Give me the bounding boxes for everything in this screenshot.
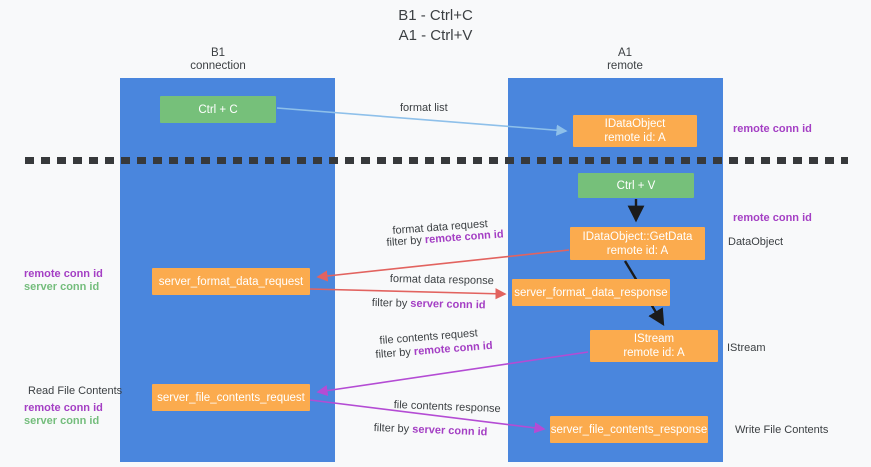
label-remote-conn-id-top: remote conn id: [733, 123, 812, 135]
legend-conn-ids-middle: remote conn id server conn id: [24, 268, 103, 294]
node-idataobject-getdata[interactable]: IDataObject::GetData remote id: A: [570, 227, 705, 260]
column-header-b1: B1 connection: [190, 47, 246, 72]
node-istream[interactable]: IStream remote id: A: [590, 330, 718, 362]
label-remote-conn-id-mid: remote conn id: [733, 212, 812, 224]
node-server-file-contents-response[interactable]: server_file_contents_response: [550, 416, 708, 443]
edge-label-format-data-response: format data response: [389, 272, 494, 288]
label-dataobject: DataObject: [728, 236, 784, 248]
arrow-format-data-response: [309, 288, 507, 300]
filter-value: server conn id: [410, 297, 486, 312]
edge-label-file-contents-response-filter: filter by server conn id: [373, 421, 488, 439]
filter-value: server conn id: [411, 423, 488, 439]
filter-prefix: filter by: [386, 234, 426, 249]
node-server-format-data-response[interactable]: server_format_data_response: [512, 279, 670, 306]
edge-label-file-contents-response: file contents response: [393, 398, 501, 416]
node-ctrl-v[interactable]: Ctrl + V: [578, 173, 694, 198]
node-server-file-contents-request[interactable]: server_file_contents_request: [152, 384, 310, 411]
filter-prefix: filter by: [371, 296, 411, 310]
node-idataobject[interactable]: IDataObject remote id: A: [573, 115, 697, 147]
node-ctrl-c[interactable]: Ctrl + C: [160, 96, 276, 123]
legend-server-conn-id-2: server conn id: [24, 415, 100, 427]
label-read-file-contents: Read File Contents: [28, 385, 123, 397]
column-header-a1: A1 remote: [607, 47, 643, 72]
legend-remote-conn-id-2: remote conn id: [24, 402, 103, 414]
label-write-file-contents: Write File Contents: [735, 424, 829, 436]
legend-remote-conn-id: remote conn id: [24, 268, 103, 280]
node-server-format-data-request[interactable]: server_format_data_request: [152, 268, 310, 295]
filter-prefix: filter by: [375, 345, 415, 361]
legend-conn-ids-bottom: remote conn id server conn id: [24, 402, 103, 428]
section-divider: [25, 157, 848, 164]
legend-server-conn-id: server conn id: [24, 281, 100, 293]
label-istream: IStream: [727, 342, 766, 354]
page-title: B1 - Ctrl+C A1 - Ctrl+V: [398, 7, 473, 44]
filter-prefix: filter by: [373, 421, 413, 436]
edge-label-format-list: format list: [400, 102, 448, 114]
edge-label-format-data-response-filter: filter by server conn id: [372, 296, 486, 312]
